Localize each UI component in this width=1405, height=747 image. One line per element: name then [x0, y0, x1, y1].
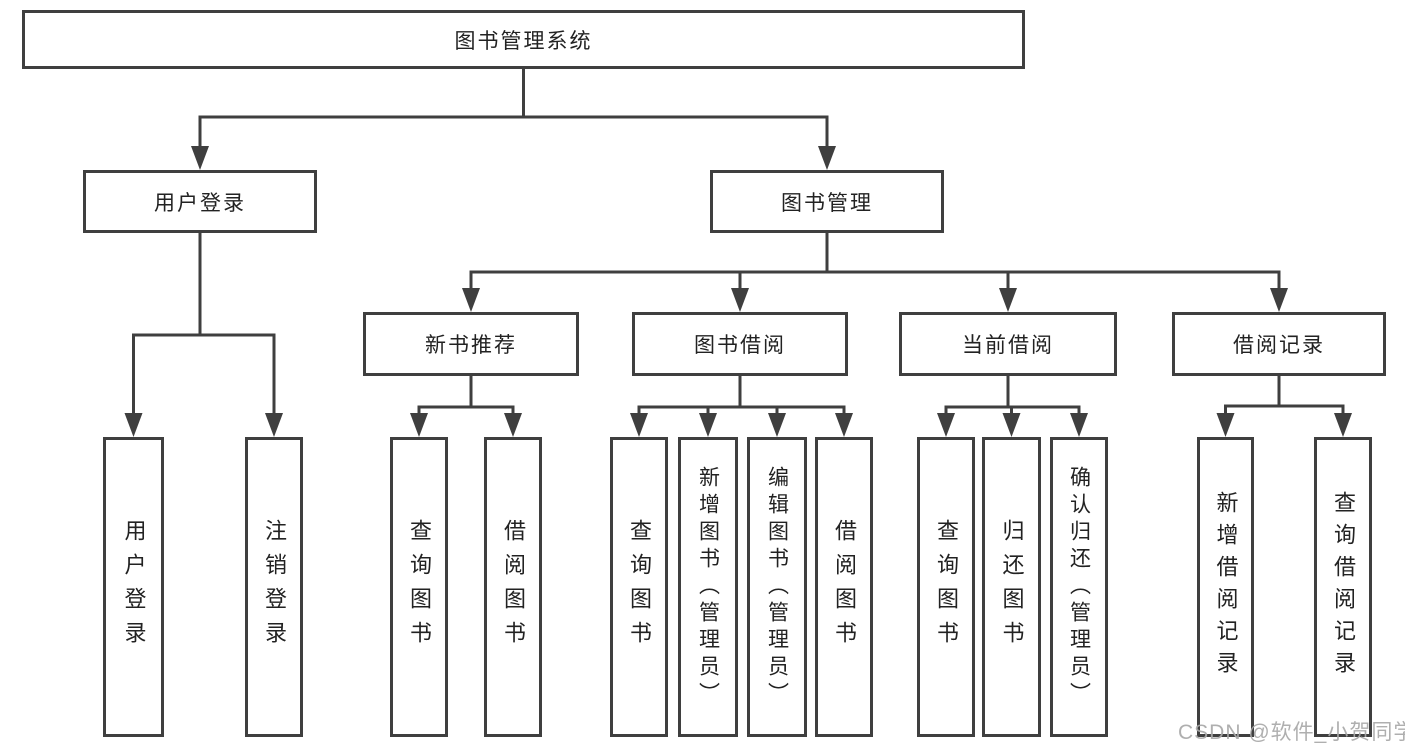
- node-label: 注销登录: [262, 519, 287, 655]
- leaf-user-login: 用户登录: [103, 437, 164, 737]
- node-new-book-recommend: 新书推荐: [363, 312, 579, 376]
- node-label: 图书借阅: [694, 334, 786, 357]
- node-label: 用户登录: [121, 519, 147, 655]
- leaf-add-book-admin: 新增图书（管理员）: [678, 437, 738, 737]
- leaf-confirm-return-admin: 确认归还（管理员）: [1050, 437, 1108, 737]
- node-label: 查询图书: [627, 519, 652, 655]
- node-label: 新增借阅记录: [1213, 491, 1239, 683]
- node-label: 借阅图书: [832, 519, 857, 655]
- node-label: 确认归还（管理员）: [1067, 465, 1091, 709]
- leaf-add-borrow-record: 新增借阅记录: [1197, 437, 1254, 737]
- node-label: 查询借阅记录: [1331, 491, 1356, 683]
- csdn-watermark: CSDN @软件_小贺同学: [1178, 721, 1405, 744]
- node-book-management: 图书管理: [710, 170, 944, 233]
- node-label: 归还图书: [999, 519, 1025, 655]
- node-label: 查询图书: [407, 519, 432, 655]
- arrowheads: [124, 146, 1352, 437]
- node-label: 借阅图书: [501, 519, 526, 655]
- node-root-library-system: 图书管理系统: [22, 10, 1025, 69]
- node-label: 借阅记录: [1233, 334, 1325, 357]
- leaf-logout: 注销登录: [245, 437, 303, 737]
- node-label: 新增图书（管理员）: [696, 465, 720, 709]
- node-label: 图书管理系统: [454, 29, 593, 53]
- node-label: 查询图书: [934, 519, 959, 655]
- leaf-query-books-borrowing: 查询图书: [610, 437, 668, 737]
- node-label: 新书推荐: [425, 334, 517, 357]
- node-label: 图书管理: [781, 191, 873, 215]
- node-label: 当前借阅: [962, 334, 1054, 357]
- leaf-query-borrow-record: 查询借阅记录: [1314, 437, 1372, 737]
- node-label: 编辑图书（管理员）: [765, 465, 789, 709]
- leaf-borrow-books-recommend: 借阅图书: [484, 437, 542, 737]
- leaf-borrow-books: 借阅图书: [815, 437, 873, 737]
- node-current-borrowing: 当前借阅: [899, 312, 1117, 376]
- node-book-borrowing: 图书借阅: [632, 312, 848, 376]
- node-user-login: 用户登录: [83, 170, 317, 233]
- leaf-return-books: 归还图书: [982, 437, 1041, 737]
- leaf-edit-book-admin: 编辑图书（管理员）: [747, 437, 807, 737]
- leaf-query-books-current: 查询图书: [917, 437, 975, 737]
- leaf-query-books-recommend: 查询图书: [390, 437, 448, 737]
- node-borrowing-records: 借阅记录: [1172, 312, 1386, 376]
- node-label: 用户登录: [154, 191, 246, 215]
